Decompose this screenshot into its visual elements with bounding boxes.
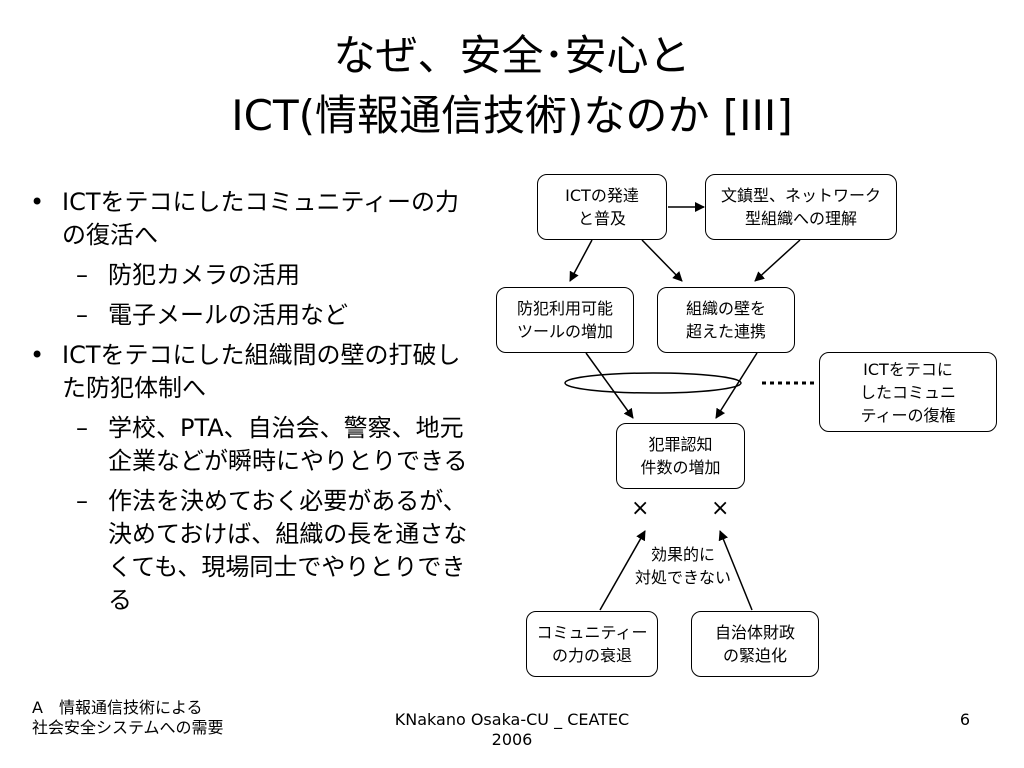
node-network-org: 文鎮型、ネットワーク 型組織への理解 (705, 174, 897, 240)
bullet-text: ICTをテコにしたコミュニティーの力の復活へ (62, 188, 460, 249)
sub-bullet-text: 学校、PTA、自治会、警察、地元企業などが瞬時にやりとりできる (108, 414, 468, 475)
node-finance-tight: 自治体財政 の緊迫化 (691, 611, 819, 677)
times-mark-right: × (711, 496, 730, 521)
bullet-list: • ICTをテコにしたコミュニティーの力の復活へ – 防犯カメラの活用 – 電子… (30, 186, 480, 624)
node-community-restore: ICTをテコに したコミュニ ティーの復権 (819, 352, 997, 432)
sub-bullet-item: – 防犯カメラの活用 (30, 259, 480, 292)
node-crime-increase: 犯罪認知 件数の増加 (616, 423, 745, 489)
node-cross-org: 組織の壁を 超えた連携 (657, 287, 795, 353)
sub-bullet-text: 防犯カメラの活用 (108, 261, 300, 289)
sub-bullet-item: – 作法を決めておく必要があるが、決めておけば、組織の長を通さなくても、現場同士… (30, 485, 480, 617)
arrow-spread-to-tools (569, 239, 593, 282)
bullet-mark: • (30, 341, 45, 369)
sub-bullet-text: 電子メールの活用など (108, 301, 348, 329)
bullet-mark: • (30, 188, 45, 216)
dash-mark: – (76, 301, 88, 329)
dash-mark: – (76, 487, 88, 515)
footer-center: KNakano Osaka-CU _ CEATEC 2006 (394, 710, 630, 749)
label-ineffective: 効果的に 対処できない (634, 545, 731, 587)
bullet-item: • ICTをテコにしたコミュニティーの力の復活へ (30, 186, 480, 252)
bullet-text: ICTをテコにした組織間の壁の打破した防犯体制へ (62, 341, 461, 402)
node-crime-tools: 防犯利用可能 ツールの増加 (496, 287, 634, 353)
dash-mark: – (76, 261, 88, 289)
times-mark-left: × (631, 496, 650, 521)
bullet-item: • ICTをテコにした組織間の壁の打破した防犯体制へ (30, 339, 480, 405)
arrow-finance-to-ineffective (718, 530, 753, 611)
node-community-decline: コミュニティー の力の衰退 (526, 611, 658, 677)
arrow-network-to-crossorg (754, 239, 801, 282)
arrow-crossorg-to-crime (715, 352, 758, 419)
node-ict-spread: ICTの発達 と普及 (537, 174, 667, 240)
slide-title-line2: ICT(情報通信技術)なのか [III] (231, 91, 793, 140)
footer-left: A 情報通信技術による 社会安全システムへの需要 (32, 698, 224, 737)
slide-title-line1: なぜ、安全･安心と (333, 31, 691, 80)
grouping-ellipse (564, 372, 742, 394)
sub-bullet-item: – 学校、PTA、自治会、警察、地元企業などが瞬時にやりとりできる (30, 412, 480, 478)
page-number: 6 (959, 710, 970, 729)
arrow-spread-to-crossorg (641, 239, 683, 282)
sub-bullet-text: 作法を決めておく必要があるが、決めておけば、組織の長を通さなくても、現場同士でや… (108, 487, 468, 614)
arrow-decline-to-ineffective (599, 530, 646, 611)
sub-bullet-item: – 電子メールの活用など (30, 299, 480, 332)
dash-mark: – (76, 414, 88, 442)
arrow-tools-to-crime (585, 352, 634, 419)
